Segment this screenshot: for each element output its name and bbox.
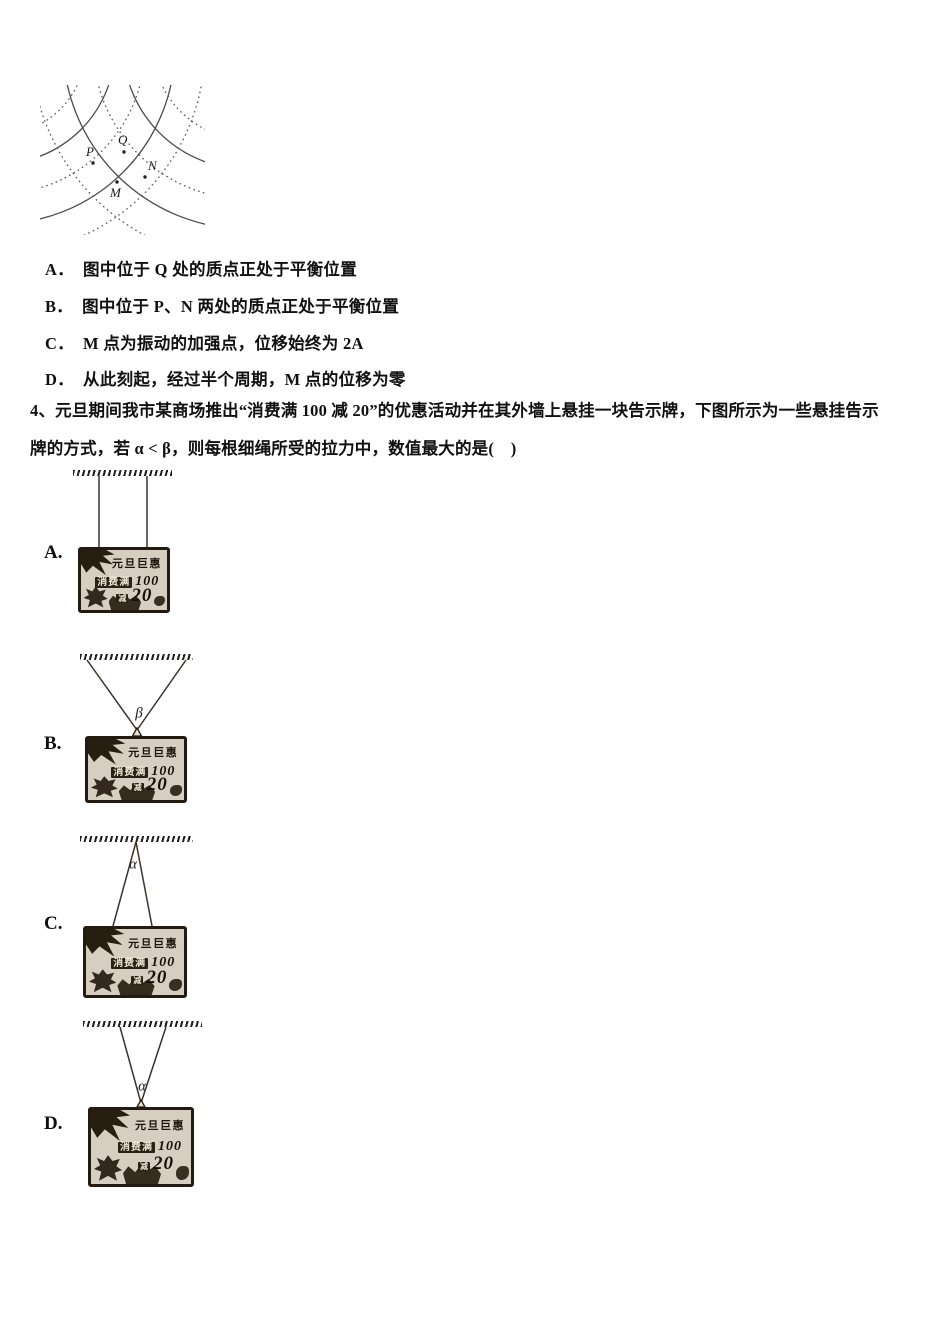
flower-decoration xyxy=(169,785,183,797)
sign-title: 元旦巨惠 xyxy=(135,1119,185,1132)
ceiling-bar xyxy=(80,836,193,842)
ceiling-bar xyxy=(80,654,193,660)
wave-arcs-canvas: Q P N M xyxy=(40,85,205,235)
option-label: A． xyxy=(45,260,75,279)
option-row-b: B． 图中位于 P、N 两处的质点正处于平衡位置 xyxy=(45,293,399,317)
point-m-label: M xyxy=(109,185,122,200)
sign-line3-number: 20 xyxy=(131,584,153,606)
sign-title: 元旦巨惠 xyxy=(111,558,162,571)
rope-left xyxy=(112,841,137,927)
figure-d-label: D. xyxy=(44,1113,63,1134)
wave-point-labels: Q P N M xyxy=(85,132,158,200)
point-p-label: P xyxy=(85,144,94,159)
question4-line2: 牌的方式，若 α < β，则每根细绳所受的拉力中，数值最大的是( ) xyxy=(30,439,517,458)
hook xyxy=(131,726,143,737)
flower-decoration xyxy=(94,1155,122,1181)
sign-line3-label: 减 xyxy=(116,593,129,603)
option-text: 图中位于 Q 处的质点正处于平衡位置 xyxy=(83,260,358,279)
point-p-dot xyxy=(91,161,95,165)
angle-beta-label: β xyxy=(135,705,143,722)
sign-line3-label: 减 xyxy=(131,976,144,986)
option-label: C． xyxy=(45,334,75,353)
sign-line3-number: 20 xyxy=(153,1152,174,1174)
figure-a-label: A. xyxy=(44,542,63,563)
sign-line3-label: 减 xyxy=(138,1161,150,1171)
rope-left xyxy=(119,1026,142,1104)
option-row-d: D． 从此刻起，经过半个周期，M 点的位移为零 xyxy=(45,366,406,390)
ceiling-bar xyxy=(73,470,172,476)
sign-title: 元旦巨惠 xyxy=(128,747,179,760)
point-m-dot xyxy=(115,180,119,184)
figure-b-label: B. xyxy=(44,733,62,754)
sign-line2-label: 消费满 xyxy=(111,766,149,778)
sign-line2-label: 消费满 xyxy=(118,1142,155,1154)
ceiling-bar xyxy=(83,1021,202,1027)
sign-line3-label: 减 xyxy=(131,783,144,793)
sign-line3-number: 20 xyxy=(146,967,168,989)
option-text: 图中位于 P、N 两处的质点正处于平衡位置 xyxy=(82,297,400,316)
option-text: M 点为振动的加强点，位移始终为 2A xyxy=(83,334,364,353)
point-q-label: Q xyxy=(118,132,128,147)
option-text: 从此刻起，经过半个周期，M 点的位移为零 xyxy=(83,370,406,389)
ropes-drawing xyxy=(98,476,148,547)
rope-left xyxy=(86,659,138,731)
ropes-drawing xyxy=(86,659,187,737)
rope-right xyxy=(140,1026,167,1104)
rope-right xyxy=(135,841,153,927)
point-n-label: N xyxy=(147,158,158,173)
flower-decoration xyxy=(83,586,108,608)
option-row-c: C． M 点为振动的加强点，位移始终为 2A xyxy=(45,330,364,354)
sign-line2-label: 消费满 xyxy=(111,958,149,970)
sign-line2-number: 100 xyxy=(151,955,176,971)
flower-decoration xyxy=(169,979,183,992)
option-label: B． xyxy=(45,297,74,316)
wave-arcs-source-left xyxy=(40,85,203,235)
option-row-a: A． 图中位于 Q 处的质点正处于平衡位置 xyxy=(45,256,357,280)
ropes-drawing xyxy=(112,841,153,927)
sign-line2-number: 100 xyxy=(158,1139,182,1155)
flower-decoration xyxy=(88,969,117,993)
sign-line2-number: 100 xyxy=(135,574,160,590)
ropes-drawing xyxy=(119,1026,167,1108)
figure-c-label: C. xyxy=(44,913,63,934)
angle-alpha-label: α xyxy=(138,1078,146,1095)
option-label: D． xyxy=(45,370,75,389)
rope-right xyxy=(136,659,187,731)
wave-interference-figure: Q P N M xyxy=(40,85,205,235)
sign-line3-number: 20 xyxy=(146,774,168,796)
question4-line1: 4、元旦期间我市某商场推出“消费满 100 减 20”的优惠活动并在其外墙上悬挂… xyxy=(30,401,879,420)
flower-decoration xyxy=(154,595,166,607)
point-n-dot xyxy=(143,175,147,179)
flower-decoration xyxy=(90,776,118,798)
sign-title: 元旦巨惠 xyxy=(128,937,179,950)
flower-decoration xyxy=(176,1166,189,1180)
angle-alpha-label: α xyxy=(129,856,137,873)
wave-points xyxy=(91,150,147,184)
sign-line2-label: 消费满 xyxy=(95,577,133,589)
point-q-dot xyxy=(122,150,126,154)
hook xyxy=(135,1098,147,1108)
sign-line2-number: 100 xyxy=(151,763,176,779)
